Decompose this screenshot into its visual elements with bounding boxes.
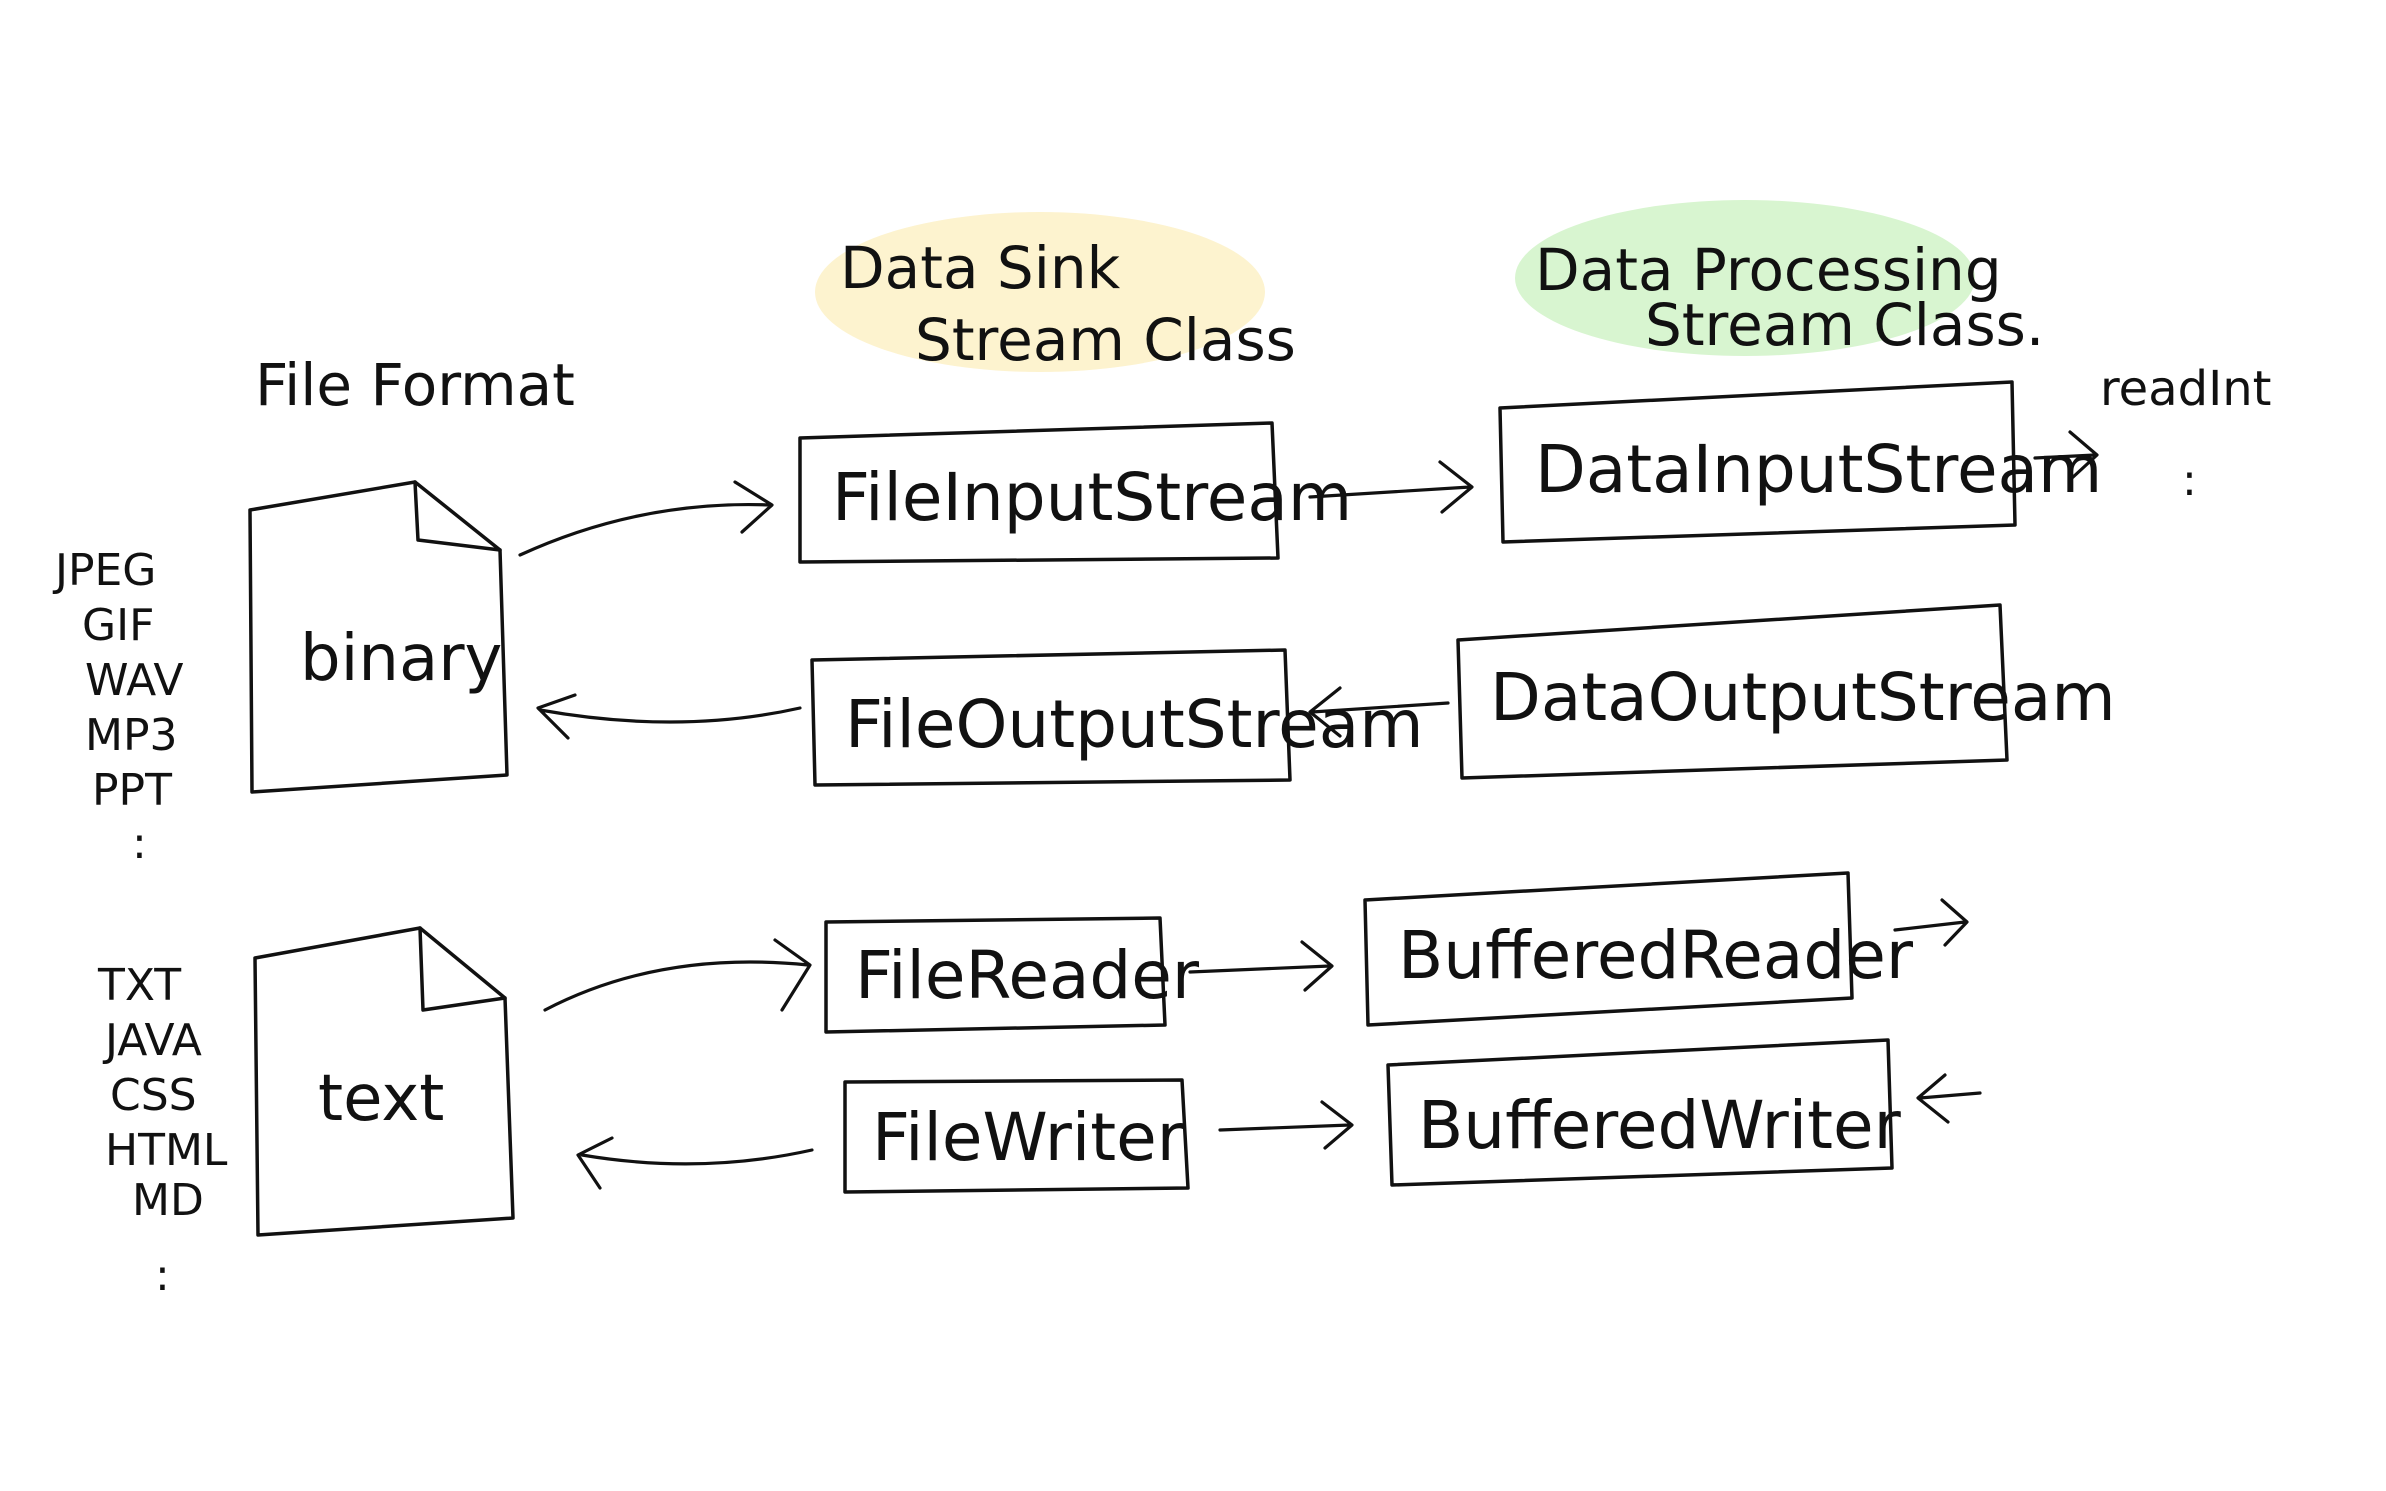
file-output-stream-label: FileOutputStream	[845, 686, 1424, 763]
data-output-stream-box: DataOutputStream	[1456, 603, 2116, 780]
arrow-into-buffered-writer	[1916, 1073, 1982, 1124]
binary-file-icon: binary	[248, 480, 509, 794]
arrow-data-input-to-read-int	[2033, 430, 2099, 480]
buffered-reader-box: BufferedReader	[1363, 871, 1914, 1027]
binary-file-label: binary	[300, 622, 502, 696]
binary-format-jpeg: JPEG	[52, 545, 156, 596]
arrow-data-output-to-file-output	[1308, 686, 1450, 738]
arrow-text-to-file-reader	[543, 938, 812, 1012]
arrow-file-output-to-binary	[536, 693, 802, 740]
text-format-css: CSS	[110, 1070, 197, 1121]
data-output-stream-label: DataOutputStream	[1490, 659, 2116, 736]
file-reader-box: FileReader	[824, 916, 1200, 1034]
binary-format-wav: WAV	[85, 655, 183, 706]
arrow-binary-to-file-input-stream	[518, 480, 774, 557]
binary-format-gif: GIF	[82, 600, 154, 651]
file-input-stream-label: FileInputStream	[832, 459, 1352, 536]
text-file-label: text	[318, 1062, 444, 1136]
text-format-html: HTML	[105, 1125, 228, 1176]
read-int-more: :	[2182, 455, 2197, 506]
processing-heading-line1: Data Processing	[1535, 236, 2002, 304]
file-format-heading: File Format	[255, 351, 575, 419]
processing-heading-highlight	[1515, 200, 1975, 356]
buffered-writer-box: BufferedWriter	[1386, 1038, 1902, 1187]
text-format-more: :	[155, 1250, 170, 1301]
file-writer-box: FileWriter	[843, 1078, 1190, 1194]
arrow-buffered-reader-out	[1893, 898, 1969, 947]
arrow-file-writer-to-text	[576, 1136, 814, 1190]
processing-heading-line2: Stream Class.	[1645, 291, 2044, 359]
arrow-file-input-to-data-input	[1308, 460, 1474, 514]
buffered-reader-label: BufferedReader	[1398, 917, 1914, 994]
read-int-method: readInt	[2100, 361, 2272, 417]
text-file-icon: text	[253, 926, 515, 1237]
binary-format-mp3: MP3	[85, 710, 178, 761]
file-writer-label: FileWriter	[872, 1099, 1185, 1176]
file-output-stream-box: FileOutputStream	[810, 648, 1424, 787]
buffered-writer-label: BufferedWriter	[1418, 1087, 1902, 1164]
binary-format-more: :	[132, 818, 147, 869]
sink-heading-highlight	[815, 212, 1265, 372]
arrow-file-reader-to-buffered-reader	[1188, 940, 1334, 992]
sink-heading-line2: Stream Class	[915, 306, 1296, 374]
arrow-file-writer-to-buffered-writer	[1218, 1100, 1354, 1150]
data-input-stream-box: DataInputStream	[1498, 380, 2102, 544]
text-format-txt: TXT	[97, 960, 181, 1011]
file-input-stream-box: FileInputStream	[798, 421, 1352, 564]
text-format-md: MD	[132, 1175, 204, 1226]
data-input-stream-label: DataInputStream	[1535, 431, 2102, 508]
binary-format-ppt: PPT	[92, 765, 172, 816]
sink-heading-line1: Data Sink	[840, 234, 1121, 302]
text-format-java: JAVA	[102, 1015, 202, 1066]
file-reader-label: FileReader	[855, 937, 1200, 1014]
